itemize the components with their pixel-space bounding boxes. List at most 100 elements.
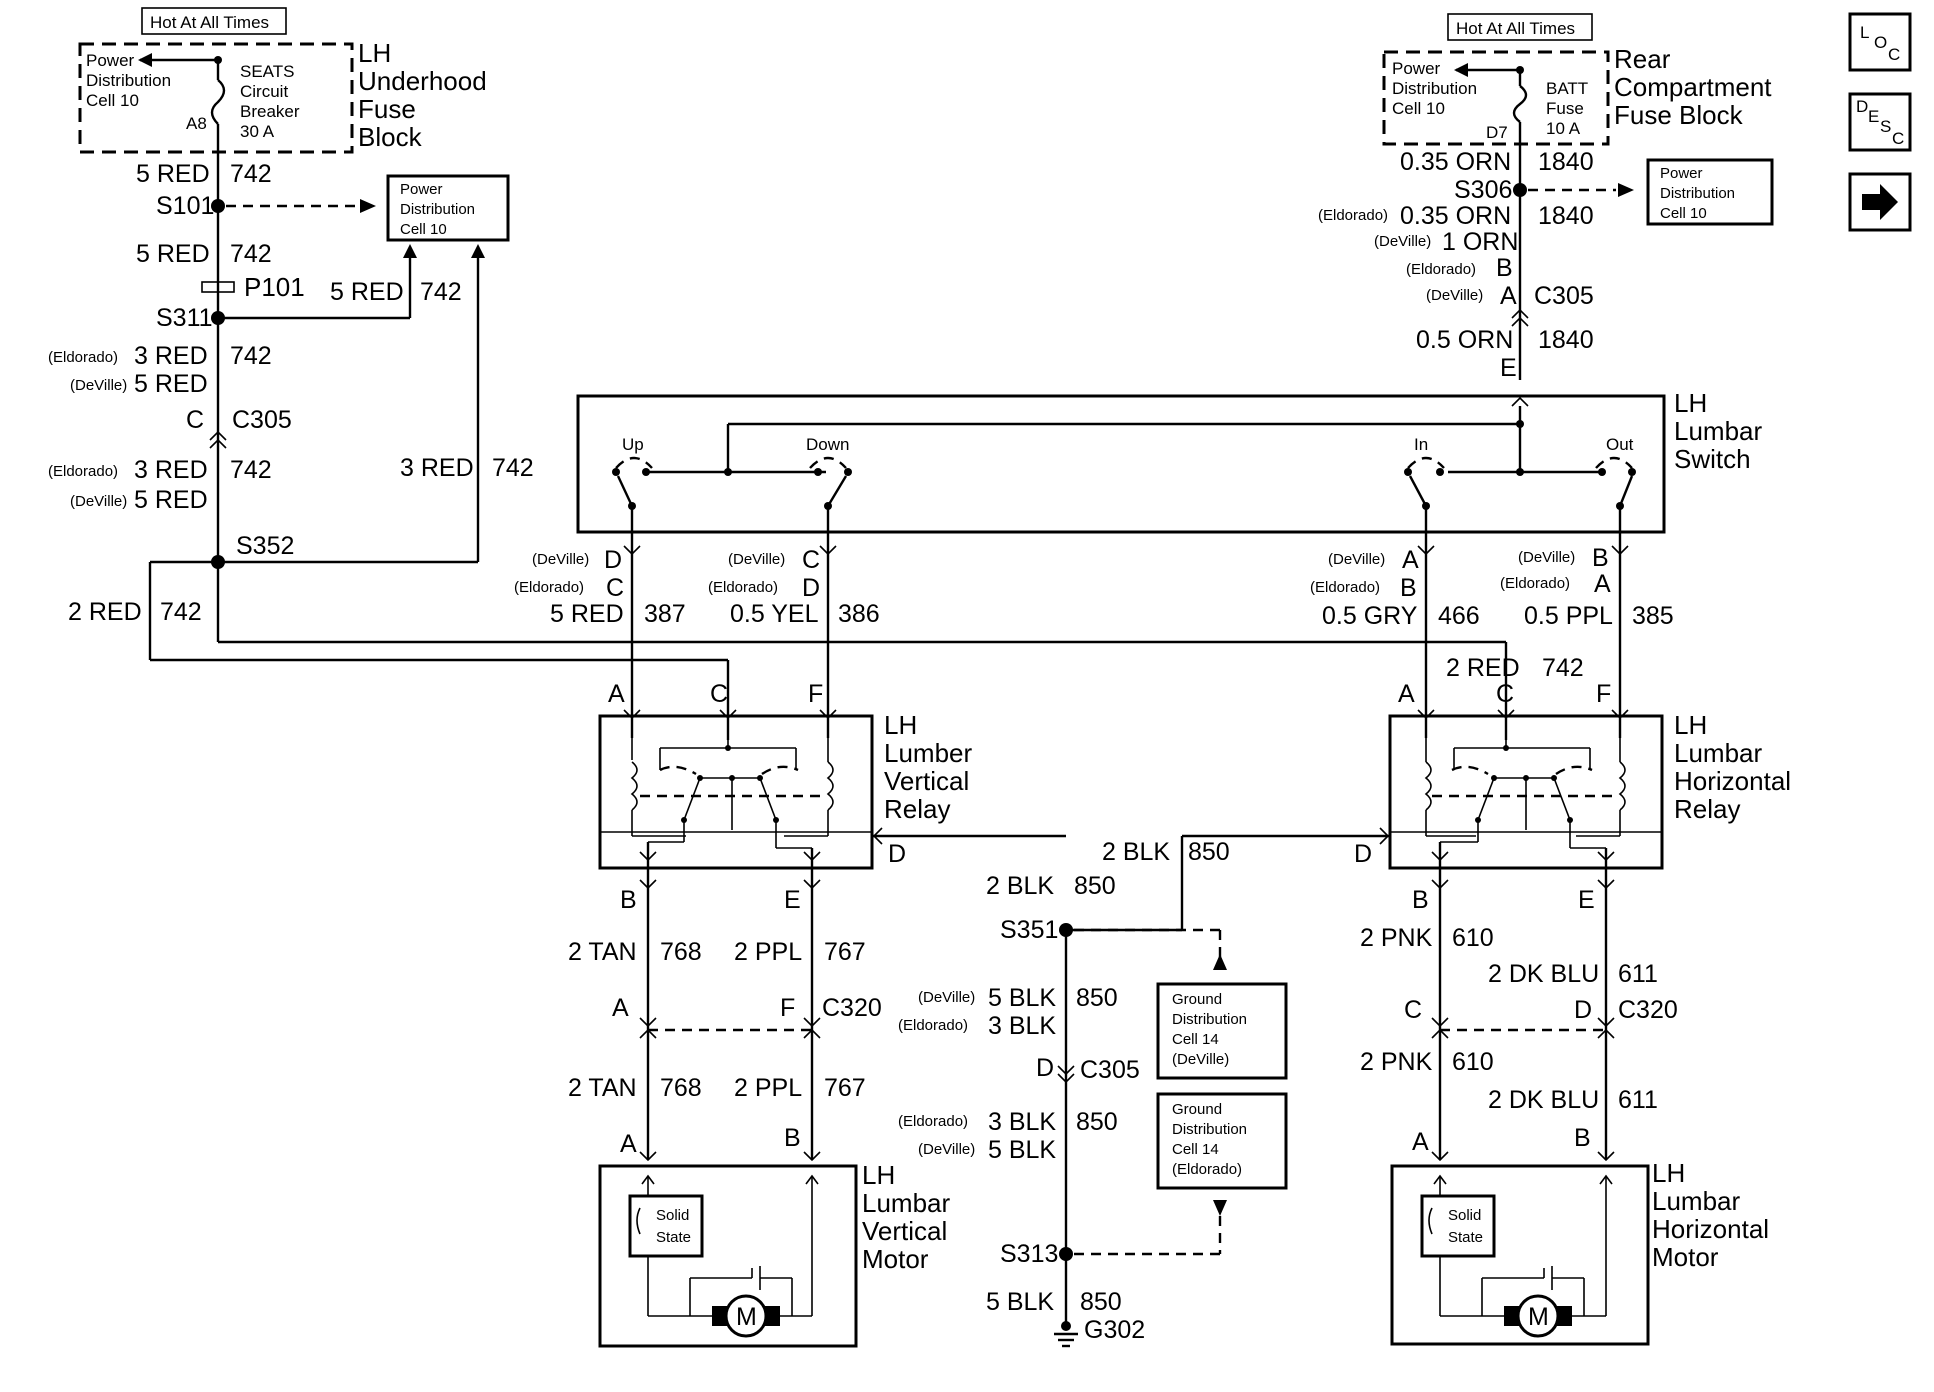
hot-at-all-times-label: Hot At All Times (150, 13, 269, 32)
svg-text:850: 850 (1076, 984, 1118, 1012)
svg-text:Cell 10: Cell 10 (1392, 99, 1445, 118)
loc-button[interactable]: L O C (1848, 12, 1912, 72)
svg-text:Up: Up (622, 435, 644, 454)
svg-text:L: L (1860, 23, 1869, 42)
svg-text:S311: S311 (156, 304, 213, 332)
svg-text:Circuit: Circuit (240, 82, 288, 101)
svg-text:(Eldorado): (Eldorado) (1310, 579, 1380, 596)
svg-text:(Eldorado): (Eldorado) (514, 579, 584, 596)
svg-text:(Eldorado): (Eldorado) (1500, 575, 1570, 592)
svg-text:S352: S352 (236, 532, 294, 560)
svg-text:LH: LH (1674, 710, 1707, 740)
svg-text:1840: 1840 (1538, 326, 1594, 354)
svg-text:466: 466 (1438, 602, 1480, 630)
svg-text:D: D (604, 546, 622, 574)
svg-text:0.35 ORN: 0.35 ORN (1400, 202, 1511, 230)
svg-text:1 ORN: 1 ORN (1442, 228, 1518, 256)
svg-text:611: 611 (1618, 1086, 1658, 1114)
svg-text:(Eldorado): (Eldorado) (898, 1113, 968, 1130)
svg-text:742: 742 (230, 456, 272, 484)
switch-contact-up (612, 456, 653, 532)
svg-text:S: S (1880, 117, 1891, 136)
left-feed-circuit: 5 RED 742 S101 Power Distribution Cell 1… (48, 152, 1506, 716)
svg-text:(Eldorado): (Eldorado) (708, 579, 778, 596)
svg-text:5 RED: 5 RED (550, 600, 624, 628)
svg-text:850: 850 (1188, 838, 1230, 866)
svg-text:C: C (802, 546, 820, 574)
svg-text:Motor: Motor (862, 1244, 929, 1274)
svg-text:D7: D7 (1486, 123, 1508, 142)
svg-text:C: C (1892, 129, 1904, 148)
svg-text:(DeVille): (DeVille) (1172, 1051, 1229, 1068)
svg-text:611: 611 (1618, 960, 1658, 988)
right-feed-circuit: 0.35 ORN 1840 S306 Power Distribution Ce… (1318, 148, 1774, 407)
svg-text:F: F (780, 994, 795, 1022)
svg-text:M: M (736, 1303, 757, 1331)
svg-text:Fuse Block: Fuse Block (1614, 100, 1744, 130)
svg-text:Vertical: Vertical (862, 1216, 947, 1246)
svg-text:Cell 14: Cell 14 (1172, 1141, 1219, 1158)
svg-text:Motor: Motor (1652, 1242, 1719, 1272)
svg-text:767: 767 (824, 1074, 866, 1102)
svg-text:5 BLK: 5 BLK (986, 1288, 1054, 1316)
svg-text:Fuse: Fuse (1546, 99, 1584, 118)
svg-text:C320: C320 (1618, 996, 1678, 1024)
svg-text:(Eldorado): (Eldorado) (1406, 261, 1476, 278)
svg-text:B: B (1496, 254, 1513, 282)
svg-text:Rear: Rear (1614, 44, 1671, 74)
svg-text:Vertical: Vertical (884, 766, 969, 796)
svg-text:E: E (784, 886, 801, 914)
switch-contact-down (809, 456, 852, 532)
svg-text:Power: Power (1392, 59, 1441, 78)
svg-text:2 BLK: 2 BLK (1102, 838, 1170, 866)
svg-text:(Eldorado): (Eldorado) (48, 463, 118, 480)
svg-text:Lumber: Lumber (884, 738, 972, 768)
svg-text:D: D (1036, 1054, 1054, 1082)
desc-button[interactable]: D E S C (1848, 92, 1912, 152)
svg-text:Solid: Solid (1448, 1207, 1481, 1224)
svg-text:D: D (1574, 996, 1592, 1024)
splice-s101 (211, 199, 225, 213)
svg-text:385: 385 (1632, 602, 1674, 630)
next-page-button[interactable] (1848, 172, 1912, 232)
svg-text:Horizontal: Horizontal (1674, 766, 1791, 796)
svg-text:387: 387 (644, 600, 686, 628)
svg-text:Power: Power (1660, 165, 1703, 182)
svg-text:A: A (608, 680, 625, 708)
svg-text:O: O (1874, 33, 1887, 52)
svg-text:850: 850 (1080, 1288, 1122, 1316)
svg-text:A8: A8 (186, 114, 207, 133)
svg-text:(DeVille): (DeVille) (70, 493, 127, 510)
svg-text:Power: Power (400, 181, 443, 198)
svg-text:SEATS: SEATS (240, 62, 294, 81)
svg-text:A: A (1594, 570, 1611, 598)
svg-text:G302: G302 (1084, 1316, 1145, 1344)
svg-text:A: A (1500, 282, 1517, 310)
svg-text:C305: C305 (1534, 282, 1594, 310)
svg-text:Distribution: Distribution (86, 71, 171, 90)
svg-text:3 RED: 3 RED (134, 456, 208, 484)
svg-text:(DeVille): (DeVille) (918, 1141, 975, 1158)
solid-state-box-h (1420, 1194, 1496, 1258)
svg-text:30 A: 30 A (240, 122, 275, 141)
svg-text:E: E (1578, 886, 1595, 914)
lh-lumber-vertical-relay: LH Lumber Vertical Relay A C F D (598, 680, 1066, 870)
solid-state-box (628, 1194, 704, 1258)
svg-text:5 RED: 5 RED (134, 486, 208, 514)
svg-text:2 PPL: 2 PPL (734, 1074, 802, 1102)
svg-text:B: B (1412, 886, 1429, 914)
svg-text:Distribution: Distribution (1660, 185, 1735, 202)
svg-text:D: D (1354, 840, 1372, 868)
svg-text:Fuse: Fuse (358, 94, 416, 124)
svg-text:Distribution: Distribution (400, 201, 475, 218)
svg-text:0.5 YEL: 0.5 YEL (730, 600, 819, 628)
svg-text:LH: LH (1652, 1158, 1685, 1188)
svg-text:5 BLK: 5 BLK (988, 984, 1056, 1012)
svg-text:3 BLK: 3 BLK (988, 1108, 1056, 1136)
svg-text:C: C (186, 406, 204, 434)
svg-text:Lumbar: Lumbar (862, 1188, 950, 1218)
svg-text:LH: LH (1674, 388, 1707, 418)
svg-text:(DeVille): (DeVille) (1426, 287, 1483, 304)
svg-text:E: E (1500, 354, 1517, 382)
